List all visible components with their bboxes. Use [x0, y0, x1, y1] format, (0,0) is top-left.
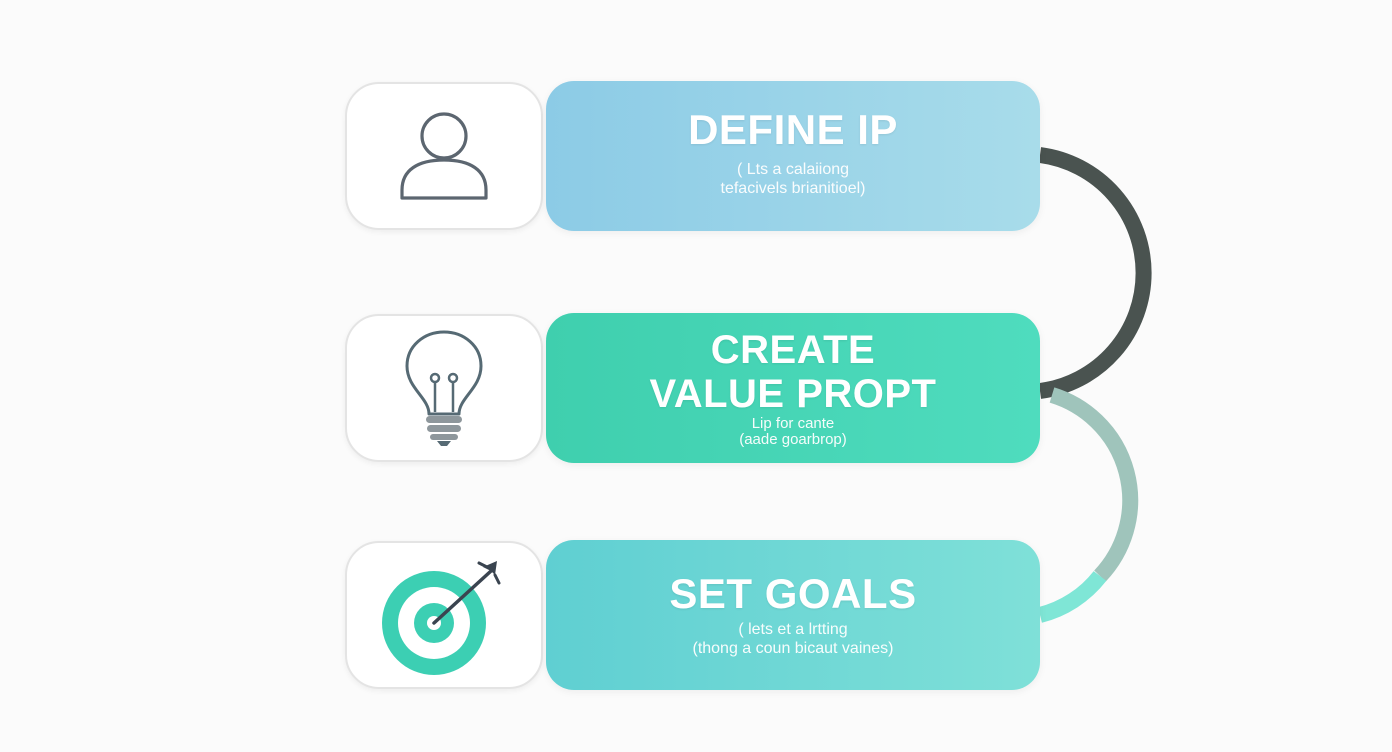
step-3-subtitle-line-1: ( lets et a lrtting	[738, 621, 848, 638]
step-1-subtitle-line-1: ( Lts a calaiiong	[736, 161, 850, 178]
step-3-set-goals: SET GOALS ( lets et a lrtting (thong a c…	[546, 540, 1040, 690]
person-icon	[400, 112, 488, 200]
step-1-subtitle-line-2: tefacivels brianitioel)	[720, 180, 866, 197]
step-2-icon-card	[345, 314, 543, 462]
step-3-icon-card	[345, 541, 543, 689]
connector-arc-lower-tip	[1037, 570, 1107, 623]
step-2-subtitle-line-2: (aade goarbrop)	[739, 431, 847, 448]
connector-arc-upper	[1038, 147, 1152, 399]
step-2-create-value-prop: CREATE VALUE PROPT Lip for cante (aade g…	[546, 313, 1040, 463]
lightbulb-icon	[405, 330, 483, 446]
step-2-subtitle-line-1: Lip for cante	[751, 415, 835, 432]
connector-arc-lower	[1049, 387, 1139, 582]
step-1-define-ip: DEFINE IP ( Lts a calaiiong tefacivels b…	[546, 81, 1040, 231]
step-1-title: DEFINE IP	[688, 106, 898, 153]
step-3-title: SET GOALS	[669, 570, 917, 617]
step-3-subtitle-line-2: (thong a coun bicaut vaines)	[692, 640, 894, 657]
step-2-title-line-1: CREATE	[710, 328, 876, 372]
step-2-title-line-2: VALUE PROPT	[649, 372, 937, 416]
target-arrow-icon	[382, 561, 501, 675]
step-1-icon-card	[345, 82, 543, 230]
